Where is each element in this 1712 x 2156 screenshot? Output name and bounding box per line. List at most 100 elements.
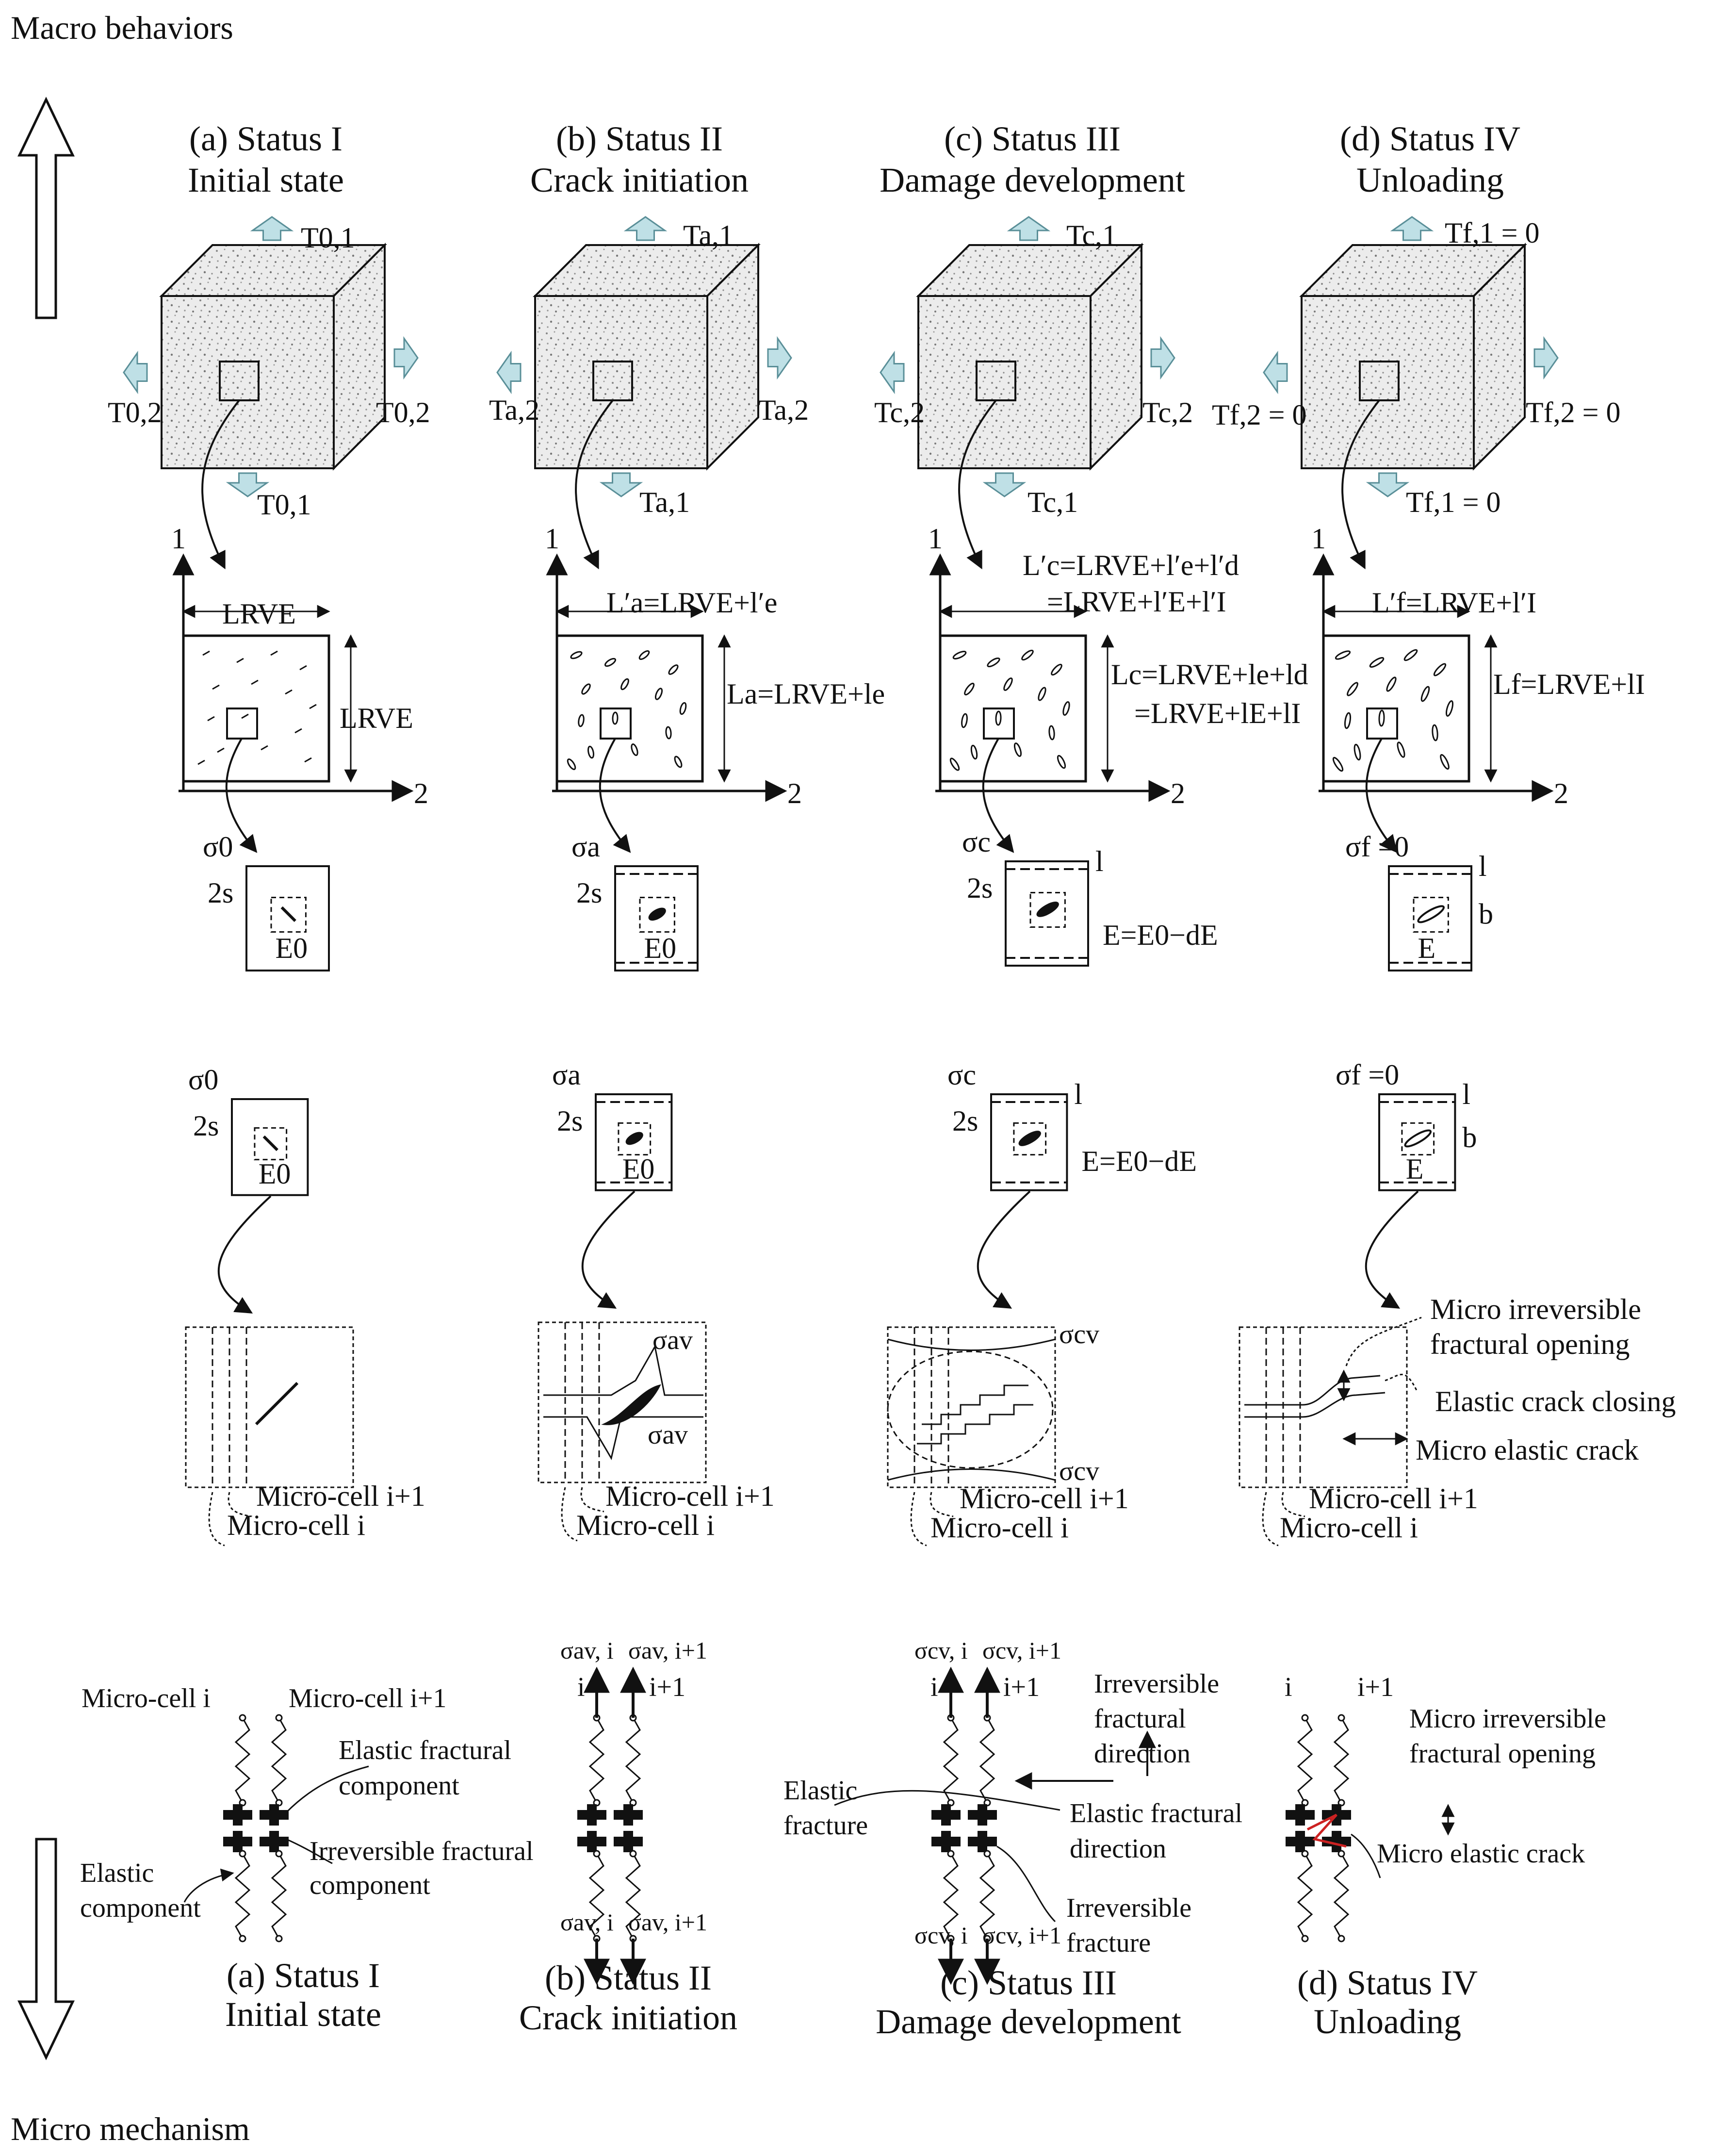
- micro-dashed-box: [185, 1326, 354, 1488]
- cell-2s-label: 2s: [557, 1105, 583, 1137]
- micro-void-mark: [1397, 741, 1405, 758]
- micro-void-mark: [1432, 724, 1438, 741]
- axis-1-label: 1: [928, 523, 943, 555]
- micro-b-sigma-top: σav: [652, 1325, 693, 1355]
- cell-stress-label: σ0: [188, 1064, 218, 1096]
- cell-inner-dashed-box: [639, 897, 675, 933]
- rve-labels: LRVE LRVE L′a=LRVE+l′e La=LRVE+le L′c=LR…: [222, 549, 1645, 734]
- axis-2-label: 2: [1554, 777, 1568, 809]
- mech-d-irrev-opening-2: fractural opening: [1409, 1739, 1596, 1769]
- cell-b-label: b: [1462, 1121, 1477, 1153]
- spring-node: [1301, 1850, 1309, 1858]
- micro-void-mark: [952, 651, 967, 659]
- spring-element: [1297, 1717, 1313, 1803]
- micro-void-mark: [1332, 757, 1344, 772]
- micro-step-crack-2: [917, 1404, 1033, 1445]
- load-arrow-bottom-icon: [599, 472, 643, 497]
- micro-cell-i1-leader: [1281, 1492, 1305, 1517]
- spring-node: [275, 1935, 283, 1942]
- axis-2-label: 2: [787, 777, 802, 809]
- load-c-top: Tc,1: [1066, 219, 1117, 251]
- micro-void-mark: [612, 711, 619, 725]
- spring-element: [943, 1853, 959, 1939]
- mechanism-0: [183, 1714, 369, 1942]
- micro-void-mark: [1051, 663, 1062, 676]
- cell-inner-dashed-box: [270, 897, 307, 933]
- micro-void-mark: [1038, 687, 1046, 701]
- cell-to-micro-leader: [977, 1190, 1031, 1309]
- micro-c-cell-i: Micro-cell i: [930, 1512, 1069, 1544]
- micro-mechanism-label: Micro mechanism: [11, 2110, 250, 2147]
- micro-crack-mark: [261, 745, 268, 751]
- micro-b-sigma-bottom: σav: [648, 1420, 688, 1450]
- cube-row: [123, 216, 1559, 570]
- slider-plate: [623, 1831, 633, 1852]
- cube-0: [123, 216, 419, 570]
- spring-node: [275, 1850, 283, 1858]
- load-arrow-left-icon: [123, 350, 148, 395]
- cell-to-micro-leader: [1365, 1190, 1419, 1309]
- spring-node: [1337, 1935, 1345, 1942]
- status-c-subtitle: Damage development: [880, 161, 1185, 199]
- load-d-bottom: Tf,1 = 0: [1406, 486, 1500, 518]
- cube-to-rve-leader: [958, 399, 997, 570]
- cell-to-micro-leader: [217, 1195, 272, 1314]
- rve-d-side: Lf=LRVE+lI: [1493, 668, 1645, 700]
- micro-void-mark: [1378, 709, 1385, 727]
- load-a-left: T0,2: [108, 396, 162, 428]
- cube-to-rve-leader: [201, 399, 240, 570]
- mech-d-i: i: [1285, 1672, 1292, 1702]
- cell-l-label: l: [1479, 850, 1487, 882]
- cube-front-face: [1301, 295, 1475, 469]
- spring-node: [593, 1850, 601, 1858]
- cell-box: [231, 1098, 309, 1196]
- mech-c-elastic-dir-2: direction: [1070, 1834, 1166, 1864]
- status-b-title: (b) Status II: [556, 119, 723, 158]
- spring-element: [1333, 1717, 1350, 1803]
- cube-3: [1263, 216, 1559, 570]
- micro-void-mark: [668, 664, 679, 675]
- micro-cell-i1-leader: [929, 1492, 954, 1517]
- load-d-left: Tf,2 = 0: [1212, 399, 1306, 431]
- spring-node: [1301, 1714, 1309, 1722]
- mech-a-irrev-fractural-2: component: [310, 1870, 430, 1900]
- mech-a-elastic-2: component: [80, 1893, 201, 1923]
- micro-void-mark: [679, 702, 687, 715]
- spring-node: [947, 1850, 955, 1858]
- rve-2: 12: [928, 523, 1185, 853]
- micro-labels: Micro-cell i+1 Micro-cell i Micro-cell i…: [227, 1293, 1676, 1544]
- load-arrow-bottom-icon: [1366, 472, 1410, 497]
- axis-2-label: 2: [1171, 777, 1185, 809]
- status-d-title: (d) Status IV: [1340, 119, 1520, 158]
- spring-element: [979, 1717, 995, 1803]
- rve-to-cell-leader: [982, 738, 1014, 853]
- mech-a-elastic-fractural-1: Elastic fractural: [339, 1735, 511, 1765]
- mech-c-irrev-fracture-1: Irreversible: [1066, 1893, 1191, 1923]
- mech-d-i1: i+1: [1357, 1672, 1394, 1702]
- spring-element: [1297, 1853, 1313, 1939]
- micro-void-mark: [1445, 700, 1454, 717]
- cell-stress-label: σa: [552, 1059, 581, 1091]
- micro-damage-zone: [887, 1350, 1054, 1469]
- micro-d-irrev-opening-1: Micro irreversible: [1430, 1293, 1641, 1325]
- micro-cell-row: [185, 1317, 1422, 1547]
- mechanism-row: [183, 1666, 1455, 1985]
- micro-void-mark: [1386, 676, 1397, 692]
- mech-c-elastic-dir-1: Elastic fractural: [1070, 1798, 1242, 1828]
- rve-to-cell-leader: [599, 738, 631, 853]
- cell-modulus-label: E0: [259, 1158, 291, 1190]
- mech-b-i: i: [577, 1672, 585, 1702]
- micro-void-mark: [1347, 682, 1358, 696]
- micro-void-mark: [604, 658, 617, 667]
- cell-inner-dashed-box: [618, 1122, 652, 1156]
- micro-view-2: [887, 1326, 1056, 1547]
- micro-dashed-box: [1239, 1326, 1408, 1488]
- cell-crack: [1036, 902, 1059, 917]
- micro-void-mark: [1353, 743, 1361, 761]
- mech-a-irrev-fractural-1: Irreversible fractural: [310, 1836, 534, 1866]
- mechanism-3: [1286, 1714, 1455, 1942]
- micro-cell-i-leader: [1262, 1492, 1279, 1547]
- micro-opening-leader: [1345, 1317, 1422, 1366]
- spring-node: [275, 1714, 283, 1722]
